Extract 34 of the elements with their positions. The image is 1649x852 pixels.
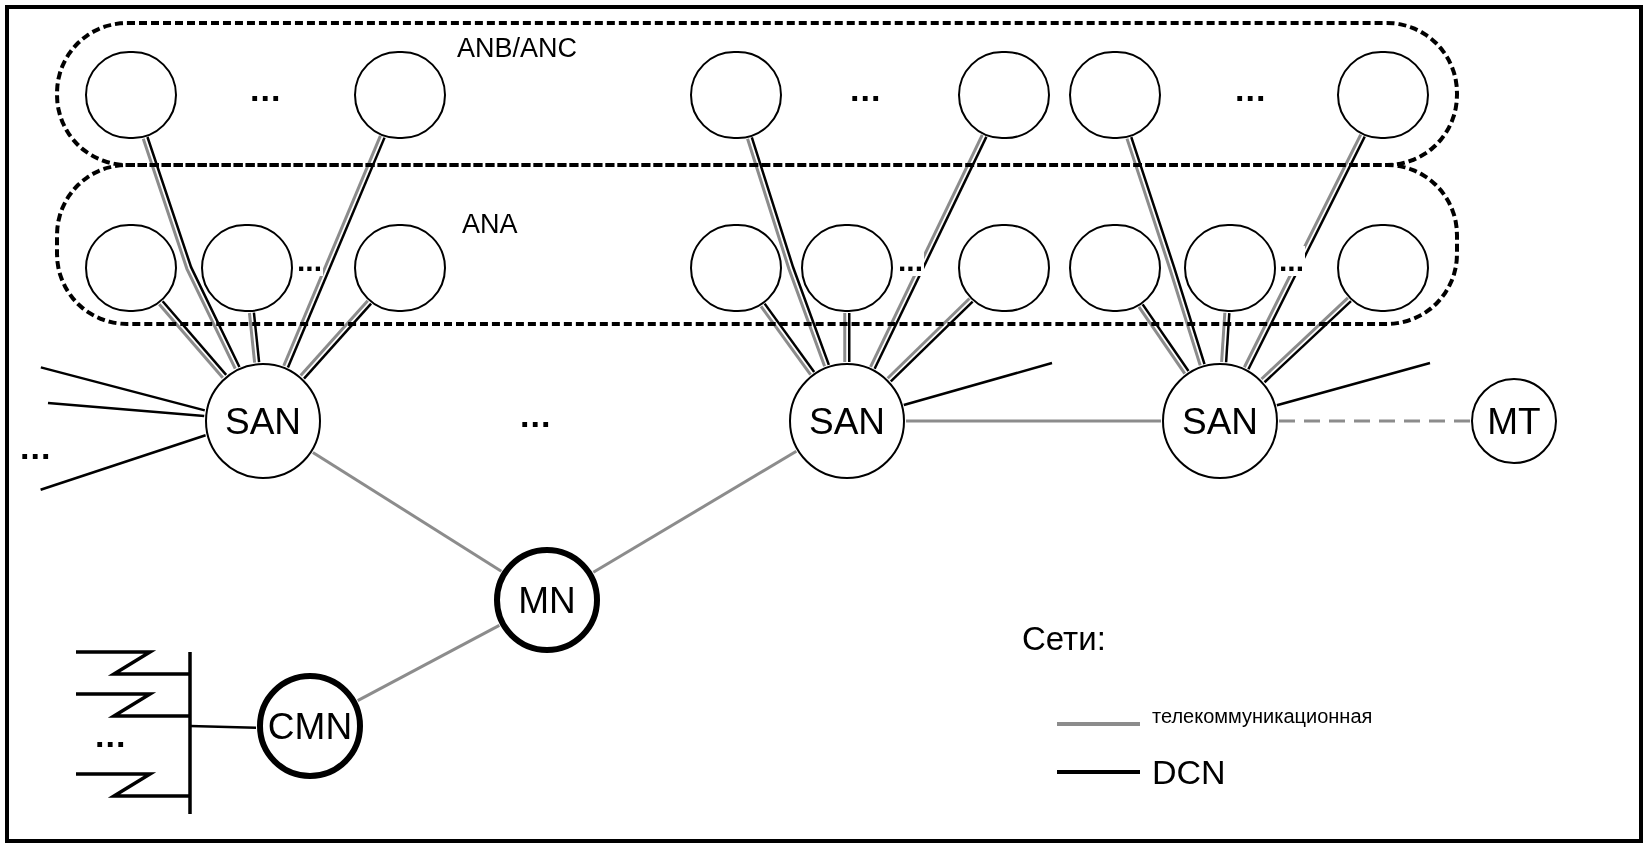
connection-line	[592, 449, 798, 574]
connection-line	[40, 434, 206, 491]
connection-line	[40, 366, 206, 412]
connection-line	[47, 401, 205, 418]
ellipsis: ...	[20, 430, 52, 464]
group-label: ANB/ANC	[457, 35, 578, 62]
node-label: MN	[518, 581, 576, 619]
node-label: SAN	[224, 402, 302, 440]
connection-line	[189, 724, 257, 730]
ellipsis: ...	[250, 72, 282, 106]
ellipsis: ...	[1235, 72, 1267, 106]
group-label: ANA	[462, 211, 518, 238]
connection-line	[1220, 312, 1227, 363]
connection-line	[312, 451, 503, 573]
node-label: SAN	[808, 402, 886, 440]
dashed-group-outline	[55, 163, 1459, 326]
ellipsis: ...	[1278, 246, 1305, 276]
node-label: MT	[1487, 402, 1541, 440]
node-label: SAN	[1181, 402, 1259, 440]
connection-line	[1279, 419, 1470, 423]
legend-label: телекоммуникационная	[1152, 706, 1373, 726]
legend-label: DCN	[1152, 755, 1226, 789]
dashed-group-outline	[55, 21, 1459, 167]
ellipsis: ...	[850, 72, 882, 106]
connection-line	[252, 312, 261, 363]
connection-line	[247, 312, 257, 363]
ellipsis: ...	[520, 398, 552, 432]
ellipsis: ...	[95, 718, 127, 752]
connection-line	[906, 419, 1161, 423]
connection-line	[843, 313, 847, 362]
connection-line	[848, 313, 851, 362]
connection-line	[1224, 312, 1231, 363]
node-label: CMN	[267, 707, 353, 745]
legend-title: Сети:	[1022, 622, 1106, 655]
